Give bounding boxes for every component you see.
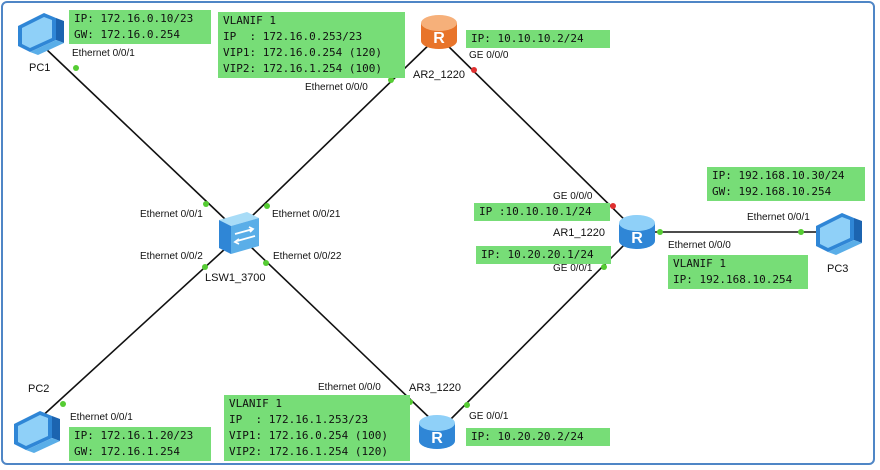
pc-icon	[14, 411, 60, 453]
port-dot-ar1-ge000	[610, 203, 616, 209]
link-lsw1-ar3[interactable]	[249, 245, 437, 425]
port-dot-pc3	[798, 229, 804, 235]
info-box-pc3: IP: 192.168.10.30/24 GW: 192.168.10.254	[707, 167, 865, 201]
info-ar1-ge001-ip: IP: 10.20.20.1/24	[481, 248, 594, 261]
ar3-name: AR3_1220	[409, 382, 461, 394]
info-ar3-vlanif-vip1: VIP1: 172.16.0.254 (100)	[229, 429, 388, 442]
port-dot-lsw-e002	[202, 264, 208, 270]
info-ar2-vlanif-vip2: VIP2: 172.16.1.254 (100)	[223, 62, 382, 75]
port-dot-pc2	[60, 401, 66, 407]
info-ar2-vlanif-vip1: VIP1: 172.16.0.254 (120)	[223, 46, 382, 59]
ar1-device[interactable]: R	[616, 210, 658, 254]
port-label-lsw-e0022: Ethernet 0/0/22	[273, 251, 342, 262]
info-ar3-ge-ip: IP: 10.20.20.2/24	[471, 430, 584, 443]
pc-icon	[18, 13, 64, 55]
info-pc1-ip: IP: 172.16.0.10/23	[74, 12, 194, 25]
info-pc3-ip: IP: 192.168.10.30/24	[712, 169, 845, 182]
port-label-ar3-e000: Ethernet 0/0/0	[318, 382, 381, 393]
pc3-device[interactable]	[812, 208, 866, 256]
info-ar3-vlanif-vip2: VIP2: 172.16.1.254 (120)	[229, 445, 388, 458]
port-dot-ar3-ge001	[464, 402, 470, 408]
info-ar1-vlanif-ip: IP: 192.168.10.254	[673, 273, 793, 286]
info-ar2-ge-ip: IP: 10.10.10.2/24	[471, 32, 584, 45]
switch-icon	[219, 212, 259, 254]
info-ar1-ge000-ip: IP :10.10.10.1/24	[479, 205, 592, 218]
router-icon: R	[419, 415, 455, 449]
port-dot-ar1-e000	[657, 229, 663, 235]
pc1-name: PC1	[29, 62, 51, 74]
info-pc2-gw: GW: 172.16.1.254	[74, 445, 180, 458]
port-label-lsw-e0021: Ethernet 0/0/21	[272, 209, 341, 220]
info-box-ar3-ge: IP: 10.20.20.2/24	[466, 428, 610, 446]
info-ar1-vlanif-title: VLANIF 1	[673, 257, 726, 270]
info-ar3-vlanif-ip: IP : 172.16.1.253/23	[229, 413, 369, 426]
ar2-name: AR2_1220	[413, 69, 465, 81]
port-label-ar3-ge001: GE 0/0/1	[469, 411, 509, 422]
info-pc3-gw: GW: 192.168.10.254	[712, 185, 832, 198]
pc-icon	[816, 213, 862, 255]
link-pc2-lsw1[interactable]	[37, 247, 227, 421]
port-label-lsw-e002: Ethernet 0/0/2	[140, 251, 203, 262]
port-label-pc1-e001: Ethernet 0/0/1	[72, 48, 135, 59]
info-box-ar1-ge000: IP :10.10.10.1/24	[474, 203, 610, 221]
port-dot-lsw-e001	[203, 201, 209, 207]
svg-text:R: R	[433, 30, 445, 47]
port-dot-ar1-ge001	[601, 264, 607, 270]
pc3-name: PC3	[827, 263, 849, 275]
info-box-ar2-ge: IP: 10.10.10.2/24	[466, 30, 610, 48]
info-box-ar1-ge001: IP: 10.20.20.1/24	[476, 246, 611, 264]
port-dot-pc1	[73, 65, 79, 71]
lsw1-name: LSW1_3700	[205, 272, 266, 284]
pc1-device[interactable]	[14, 8, 68, 56]
info-pc1-gw: GW: 172.16.0.254	[74, 28, 180, 41]
info-box-ar2-vlanif: VLANIF 1 IP : 172.16.0.253/23 VIP1: 172.…	[218, 12, 405, 78]
info-box-ar1-vlanif: VLANIF 1 IP: 192.168.10.254	[668, 255, 808, 289]
router-icon: R	[421, 15, 457, 49]
port-dot-lsw-e0022	[263, 260, 269, 266]
svg-text:R: R	[431, 430, 443, 447]
port-label-ar1-ge000: GE 0/0/0	[553, 191, 593, 202]
ar1-name: AR1_1220	[553, 227, 605, 239]
info-box-pc1: IP: 172.16.0.10/23 GW: 172.16.0.254	[69, 10, 211, 44]
svg-text:R: R	[631, 230, 643, 247]
port-label-ar2-ge000: GE 0/0/0	[469, 50, 509, 61]
pc2-name: PC2	[28, 383, 50, 395]
info-box-pc2: IP: 172.16.1.20/23 GW: 172.16.1.254	[69, 427, 211, 461]
port-label-lsw-e001: Ethernet 0/0/1	[140, 209, 203, 220]
port-label-pc2-e001: Ethernet 0/0/1	[70, 412, 133, 423]
port-dot-ar2-ge000	[471, 67, 477, 73]
info-ar2-vlanif-title: VLANIF 1	[223, 14, 276, 27]
link-pc1-lsw1[interactable]	[44, 47, 227, 221]
port-dot-lsw-e0021	[264, 203, 270, 209]
ar3-device[interactable]: R	[416, 410, 458, 454]
info-ar3-vlanif-title: VLANIF 1	[229, 397, 282, 410]
info-ar2-vlanif-ip: IP : 172.16.0.253/23	[223, 30, 363, 43]
port-label-ar1-e000: Ethernet 0/0/0	[668, 240, 731, 251]
router-icon: R	[619, 215, 655, 249]
port-label-ar2-e000: Ethernet 0/0/0	[305, 82, 368, 93]
lsw1-device[interactable]	[213, 208, 263, 258]
link-lsw1-ar2[interactable]	[249, 37, 437, 219]
port-dot-ar2-e000	[388, 77, 394, 83]
pc2-device[interactable]	[10, 406, 64, 454]
info-box-ar3-vlanif: VLANIF 1 IP : 172.16.1.253/23 VIP1: 172.…	[224, 395, 410, 461]
port-label-ar1-ge001: GE 0/0/1	[553, 263, 593, 274]
port-label-pc3-e001: Ethernet 0/0/1	[747, 212, 810, 223]
ar2-device[interactable]: R	[418, 10, 460, 54]
info-pc2-ip: IP: 172.16.1.20/23	[74, 429, 194, 442]
